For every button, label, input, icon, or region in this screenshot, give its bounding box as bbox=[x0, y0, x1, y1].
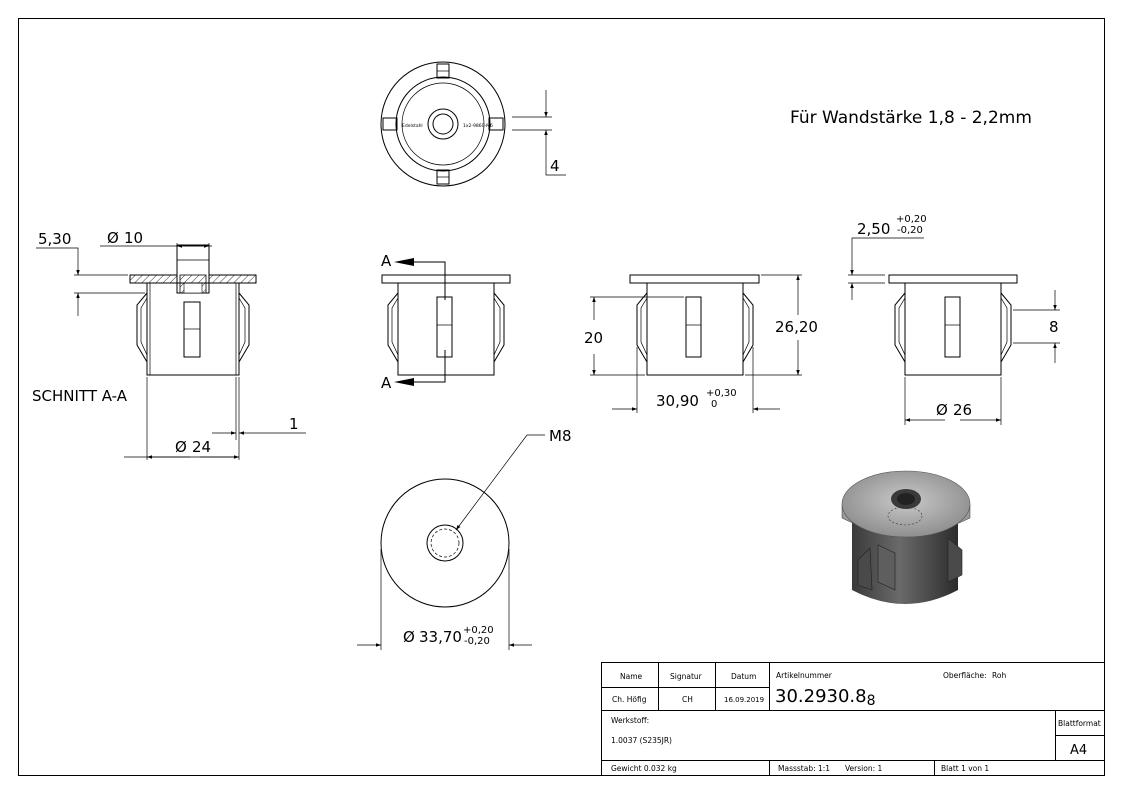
tb-header-datum: Datum bbox=[731, 672, 756, 681]
front-view: A A bbox=[381, 252, 511, 392]
title-block: Name Signatur Datum Artikelnummer Oberfl… bbox=[601, 662, 1105, 776]
section-label: SCHNITT A-A bbox=[32, 387, 128, 405]
tb-blatt: Blatt 1 von 1 bbox=[941, 764, 989, 773]
tb-header-name: Name bbox=[620, 672, 643, 681]
tb-artikel-main: 30.2930.8 bbox=[775, 686, 867, 707]
section-arrow-bottom: A bbox=[381, 374, 392, 392]
tb-value-datum: 16.09.2019 bbox=[724, 696, 764, 704]
bottom-view: M8 Ø 33,70 +0,20 -0,20 bbox=[357, 427, 572, 650]
drawing-frame bbox=[18, 18, 1105, 776]
dim-26-20: 26,20 bbox=[775, 318, 818, 336]
tb-header-signatur: Signatur bbox=[670, 672, 703, 681]
wall-thickness-note: Für Wandstärke 1,8 - 2,2mm bbox=[790, 108, 1032, 128]
tb-header-artikelnummer: Artikelnummer bbox=[776, 671, 833, 680]
dim-20: 20 bbox=[584, 329, 603, 347]
right-view: 2,50 +0,20 -0,20 8 Ø 26 bbox=[848, 214, 1060, 425]
dim-8: 8 bbox=[1049, 318, 1059, 336]
tb-value-werkstoff: 1.0037 (S235JR) bbox=[611, 736, 672, 745]
dim-d24: 24 bbox=[192, 438, 211, 456]
engraving-right: 1x2-9860-M6 bbox=[463, 123, 493, 129]
dim-d26: 26 bbox=[953, 401, 972, 419]
tb-header-blattformat: Blattformat bbox=[1058, 719, 1101, 728]
dim-d10: 10 bbox=[124, 229, 143, 247]
tb-value-signatur: CH bbox=[682, 695, 693, 704]
tol-2-50-lower: -0,20 bbox=[897, 225, 923, 236]
tb-value-oberflaeche: Roh bbox=[992, 671, 1006, 680]
tol-30-90-lower: 0 bbox=[711, 399, 717, 410]
diameter-symbol-24: Ø bbox=[175, 438, 187, 456]
tb-version: Version: 1 bbox=[845, 764, 882, 773]
engraving-left: Edelstahl bbox=[402, 123, 423, 129]
dim-33-70: 33,70 bbox=[419, 628, 462, 646]
tb-value-name: Ch. Höfig bbox=[612, 695, 647, 704]
tb-artikel-sub: 8 bbox=[867, 693, 876, 709]
tb-gewicht: Gewicht 0.032 kg bbox=[611, 764, 677, 773]
tol-33-70-upper: +0,20 bbox=[463, 625, 494, 636]
tb-massstab: Massstab: 1:1 bbox=[778, 764, 830, 773]
dim-2-50: 2,50 bbox=[857, 220, 890, 238]
diameter-symbol-33: Ø bbox=[403, 628, 415, 646]
diameter-symbol-10: Ø bbox=[107, 229, 119, 247]
top-view: Edelstahl 1x2-9860-M6 4 bbox=[380, 61, 566, 187]
tol-33-70-lower: -0,20 bbox=[464, 636, 490, 647]
tb-value-artikelnummer: 30.2930.88 bbox=[775, 686, 876, 709]
dim-30-90: 30,90 bbox=[656, 392, 699, 410]
section-arrow-top: A bbox=[381, 252, 392, 270]
dim-5-30: 5,30 bbox=[38, 230, 71, 248]
thread-m8: M8 bbox=[549, 427, 572, 445]
isometric-render bbox=[841, 470, 971, 604]
dim-4: 4 bbox=[550, 157, 560, 175]
diameter-symbol-26: Ø bbox=[936, 401, 948, 419]
side-view: 20 26,20 30,90 +0,30 0 bbox=[584, 274, 818, 413]
tb-value-blattformat: A4 bbox=[1070, 743, 1087, 758]
tol-30-90-upper: +0,30 bbox=[706, 388, 737, 399]
tol-2-50-upper: +0,20 bbox=[896, 214, 927, 225]
section-view: 5,30 Ø 10 SCHNITT A-A Ø 24 1 bbox=[32, 229, 306, 460]
tb-header-werkstoff: Werkstoff: bbox=[611, 716, 649, 725]
dim-1: 1 bbox=[289, 415, 299, 433]
tb-header-oberflaeche: Oberfläche: bbox=[943, 671, 987, 680]
